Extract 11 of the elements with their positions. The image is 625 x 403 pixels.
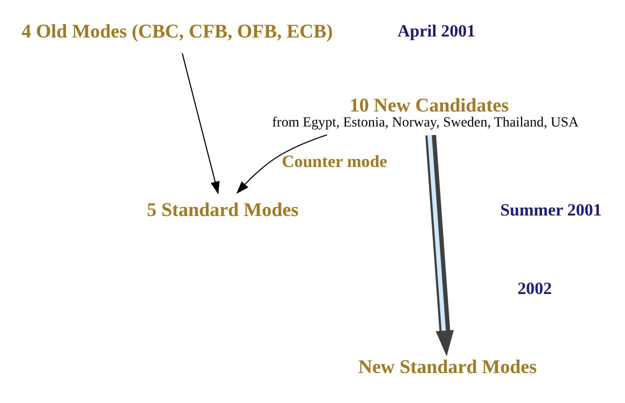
arrow <box>182 53 220 194</box>
arrow <box>425 134 454 356</box>
label: 2002 <box>517 278 552 298</box>
node-text: 4 Old Modes (CBC, CFB, OFB, ECB) <box>21 21 333 42</box>
arrow <box>236 134 328 194</box>
node-text: New Standard Modes <box>358 356 537 378</box>
label: April 2001 <box>397 22 476 41</box>
node-text: 5 Standard Modes <box>146 200 298 221</box>
label: Summer 2001 <box>500 200 602 220</box>
node-text: 10 New Candidates from Egypt, Estonia, Norway, Sweden, Thailand, USA <box>272 96 579 131</box>
edge-label: Counter mode <box>282 152 388 171</box>
